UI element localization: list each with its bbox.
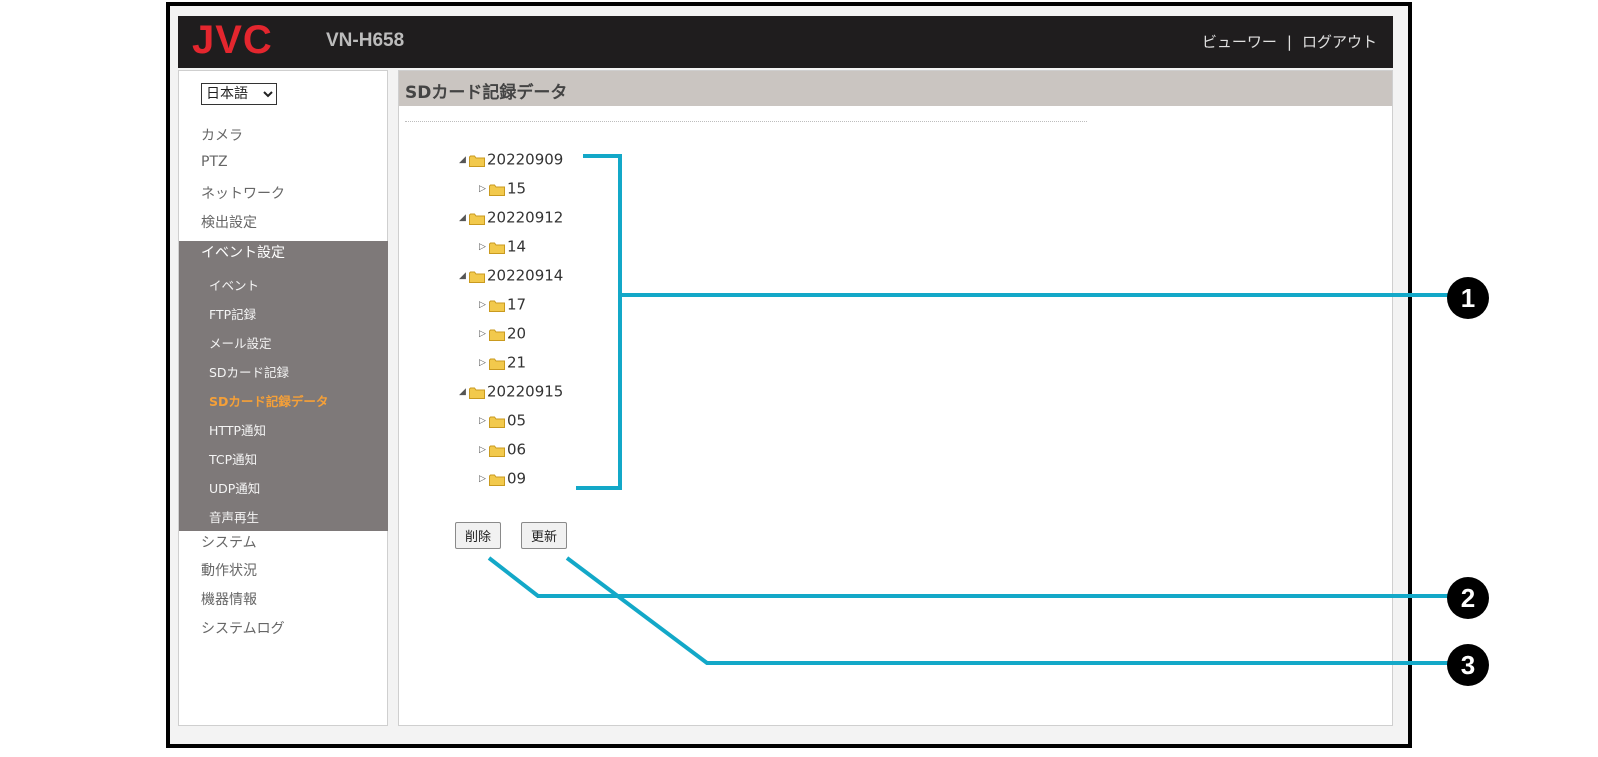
subitem-mail-settings[interactable]: メール設定 — [209, 336, 272, 351]
tree-node-date[interactable]: ◢ 20220912 — [459, 208, 563, 228]
logout-link[interactable]: ログアウト — [1301, 33, 1377, 51]
tree-node-date[interactable]: ◢ 20220914 — [459, 266, 563, 286]
folder-icon — [469, 269, 485, 283]
sidebar-item-system[interactable]: システム — [201, 535, 257, 551]
tree-node-label: 09 — [507, 469, 527, 488]
sidebar-item-device-info[interactable]: 機器情報 — [201, 592, 257, 608]
expanded-triangle-icon[interactable]: ◢ — [459, 212, 466, 223]
callout-number-3: 3 — [1461, 650, 1475, 680]
callout-number-1: 1 — [1461, 283, 1475, 313]
jvc-logo: JVC — [192, 18, 273, 62]
collapsed-triangle-icon[interactable]: ▷ — [479, 357, 486, 368]
subitem-http-notification[interactable]: HTTP通知 — [209, 423, 266, 438]
tree-node-label: 20220914 — [487, 266, 564, 285]
folder-icon — [469, 153, 485, 167]
callout-marker-3 — [1447, 644, 1489, 686]
sidebar-item-camera[interactable]: カメラ — [201, 128, 243, 144]
tree-node-label: 20220912 — [487, 208, 564, 227]
expanded-triangle-icon[interactable]: ◢ — [459, 270, 466, 281]
subitem-sd-card-recording[interactable]: SDカード記録 — [209, 365, 290, 380]
tree-node-label: 21 — [507, 353, 527, 372]
tree-node-label: 05 — [507, 411, 527, 430]
subitem-sd-card-recording-data[interactable]: SDカード記録データ — [209, 394, 329, 409]
sidebar-item-system-log[interactable]: システムログ — [201, 621, 285, 637]
folder-icon — [489, 327, 505, 341]
refresh-button[interactable]: 更新 — [521, 522, 568, 549]
callout-marker-2 — [1447, 577, 1489, 619]
language-select[interactable]: 日本語 — [201, 83, 277, 105]
tree-node-date[interactable]: ◢ 20220915 — [459, 382, 563, 402]
expanded-triangle-icon[interactable]: ◢ — [459, 154, 466, 165]
subitem-ftp-recording[interactable]: FTP記録 — [209, 307, 257, 322]
sidebar-item-status[interactable]: 動作状況 — [201, 563, 257, 579]
folder-icon — [489, 240, 505, 254]
collapsed-triangle-icon[interactable]: ▷ — [479, 183, 486, 194]
delete-button[interactable]: 削除 — [455, 522, 502, 549]
folder-icon — [489, 443, 505, 457]
collapsed-triangle-icon[interactable]: ▷ — [479, 473, 486, 484]
header-links: ビューワー | ログアウト — [1202, 31, 1377, 52]
tree-node-label: 17 — [507, 295, 527, 314]
link-separator: | — [1286, 33, 1292, 51]
folder-icon — [469, 385, 485, 399]
sidebar-item-event-settings[interactable]: イベント設定 — [201, 245, 285, 261]
sidebar-item-network[interactable]: ネットワーク — [201, 186, 285, 202]
tree-node-hour[interactable]: ▷ 09 — [479, 469, 526, 489]
tree-node-label: 20220915 — [487, 382, 564, 401]
folder-icon — [489, 298, 505, 312]
event-settings-section: イベント設定 イベント FTP記録 メール設定 SDカード記録 SDカード記録デ… — [179, 241, 388, 531]
callout-marker-1 — [1447, 277, 1489, 319]
sidebar-item-ptz[interactable]: PTZ — [201, 154, 228, 170]
tree-node-hour[interactable]: ▷ 20 — [479, 324, 526, 344]
folder-icon — [489, 356, 505, 370]
tree-node-hour[interactable]: ▷ 17 — [479, 295, 526, 315]
tree-node-hour[interactable]: ▷ 06 — [479, 440, 526, 460]
page-title-bar: SDカード記録データ — [399, 71, 1392, 106]
tree-node-label: 06 — [507, 440, 527, 459]
tree-node-hour[interactable]: ▷ 14 — [479, 237, 526, 257]
tree-node-date[interactable]: ◢ 20220909 — [459, 150, 563, 170]
viewer-link[interactable]: ビューワー — [1201, 33, 1277, 51]
subitem-audio-playback[interactable]: 音声再生 — [209, 510, 260, 525]
folder-icon — [469, 211, 485, 225]
tree-node-label: 20 — [507, 324, 527, 343]
sidebar: 日本語 カメラ PTZ ネットワーク 検出設定 イベント設定 イベント FTP記… — [178, 70, 388, 726]
title-divider — [405, 121, 1087, 122]
tree-node-label: 15 — [507, 179, 527, 198]
tree-node-hour[interactable]: ▷ 15 — [479, 179, 526, 199]
collapsed-triangle-icon[interactable]: ▷ — [479, 328, 486, 339]
main-panel: SDカード記録データ ◢ 20220909 ▷ 15 ◢ 20220912 ▷ 14 ◢ 2022… — [398, 70, 1393, 726]
model-name: VN-H658 — [326, 30, 405, 51]
page-title: SDカード記録データ — [405, 83, 568, 103]
collapsed-triangle-icon[interactable]: ▷ — [479, 444, 486, 455]
tree-node-label: 14 — [507, 237, 527, 256]
tree-node-hour[interactable]: ▷ 21 — [479, 353, 526, 373]
collapsed-triangle-icon[interactable]: ▷ — [479, 299, 486, 310]
tree-node-hour[interactable]: ▷ 05 — [479, 411, 526, 431]
sidebar-item-detection[interactable]: 検出設定 — [201, 215, 257, 231]
subitem-tcp-notification[interactable]: TCP通知 — [209, 452, 258, 467]
folder-icon — [489, 182, 505, 196]
subitem-event[interactable]: イベント — [209, 278, 260, 293]
folder-icon — [489, 472, 505, 486]
subitem-udp-notification[interactable]: UDP通知 — [209, 481, 261, 496]
app-header: JVC VN-H658 ビューワー | ログアウト — [178, 16, 1393, 68]
collapsed-triangle-icon[interactable]: ▷ — [479, 415, 486, 426]
callout-number-2: 2 — [1461, 583, 1475, 613]
expanded-triangle-icon[interactable]: ◢ — [459, 386, 466, 397]
collapsed-triangle-icon[interactable]: ▷ — [479, 241, 486, 252]
tree-node-label: 20220909 — [487, 150, 564, 169]
folder-icon — [489, 414, 505, 428]
